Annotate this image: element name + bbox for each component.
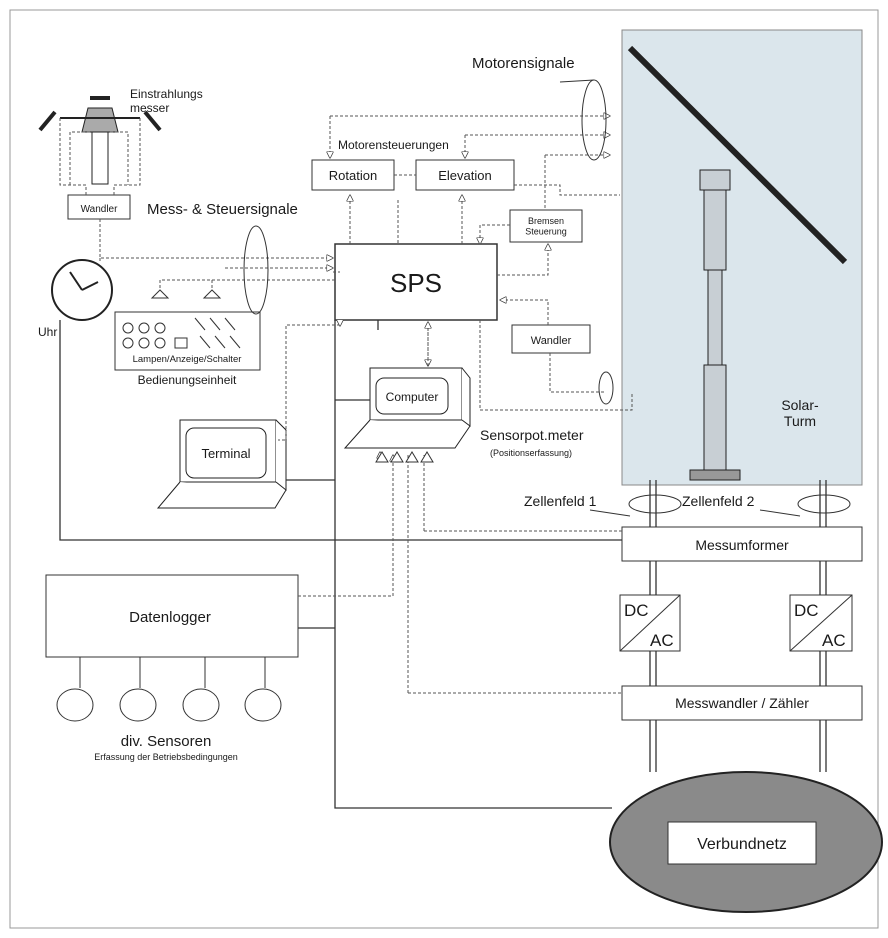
computer-label: Computer [386,390,439,404]
sps-box [334,243,498,321]
sensoren-label: div. Sensoren [121,733,212,750]
dc1-label: DC [624,601,649,620]
computer-input-arrows [375,451,434,463]
einstrahlung-line-1: Einstrahlungs [130,87,203,101]
signal-bundle-ellipse [243,225,269,315]
motorensteuerungen-label: Motorensteuerungen [338,138,449,152]
einstrahlung-line-1-2: messer [130,101,169,115]
ac1-label: AC [650,631,674,650]
solar-turm-line: Solar- [781,397,819,413]
wandler-right-box [511,324,591,354]
sensorpot-ellipse [598,371,614,405]
verbundnetz-label: Verbundnetz [697,836,787,853]
motorensignale-label: Motorensignale [472,55,575,72]
control-buttons-icon [122,317,241,349]
sensorpot-label: Sensorpot.meter [480,427,584,443]
bremsen-line: Bremsen [528,216,564,226]
power-lines [59,320,827,809]
zellenfeld-2-ellipse [797,494,851,514]
lampen-label: Lampen/Anzeige/Schalter [133,354,242,365]
rotation-label: Rotation [329,168,377,183]
bedienung-arrows [150,289,222,299]
sps-label: SPS [390,268,442,298]
terminal-icon [156,419,287,509]
datenlogger-box [45,574,299,658]
positionserfassung-label: (Positionserfassung) [490,448,572,458]
messumformer-label: Messumformer [695,537,789,553]
solar-tower-icon [627,45,848,481]
wandler-top-box [67,194,131,220]
sensor-circles [56,657,282,722]
datenlogger-label: Datenlogger [129,609,211,626]
zellenfeld-1-ellipse [628,494,682,514]
signal-lines [59,116,633,694]
solar-turm-line-2: Turm [784,413,816,429]
computer-icon [343,367,471,449]
mess-steuer-label: Mess- & Steuersignale [147,201,298,218]
wandler-right-label: Wandler [531,335,572,347]
messwandler-label: Messwandler / Zähler [675,695,809,711]
terminal-label: Terminal [201,446,250,461]
dc2-label: DC [794,601,819,620]
wandler-top-label: Wandler [81,204,119,215]
irradiance-sensor-icon [38,96,162,185]
solar-turm-label: Solar-Turm [781,397,819,429]
verbundnetz-box [667,821,817,865]
messumformer-box [621,526,863,562]
bremsen-steuerung-box [509,209,583,243]
betrieb-label: Erfassung der Betriebsbedingungen [94,752,238,762]
messwandler-box [621,685,863,721]
zellenfeld1-label: Zellenfeld 1 [524,493,597,509]
bremsen-line-2: Steuerung [525,226,567,236]
solar-tower-panel [621,29,863,486]
ac2-label: AC [822,631,846,650]
zellenfeld2-label: Zellenfeld 2 [682,493,755,509]
bedienung-label: Bedienungseinheit [138,373,237,387]
uhr-label: Uhr [38,325,57,339]
elevation-label: Elevation [438,168,491,183]
